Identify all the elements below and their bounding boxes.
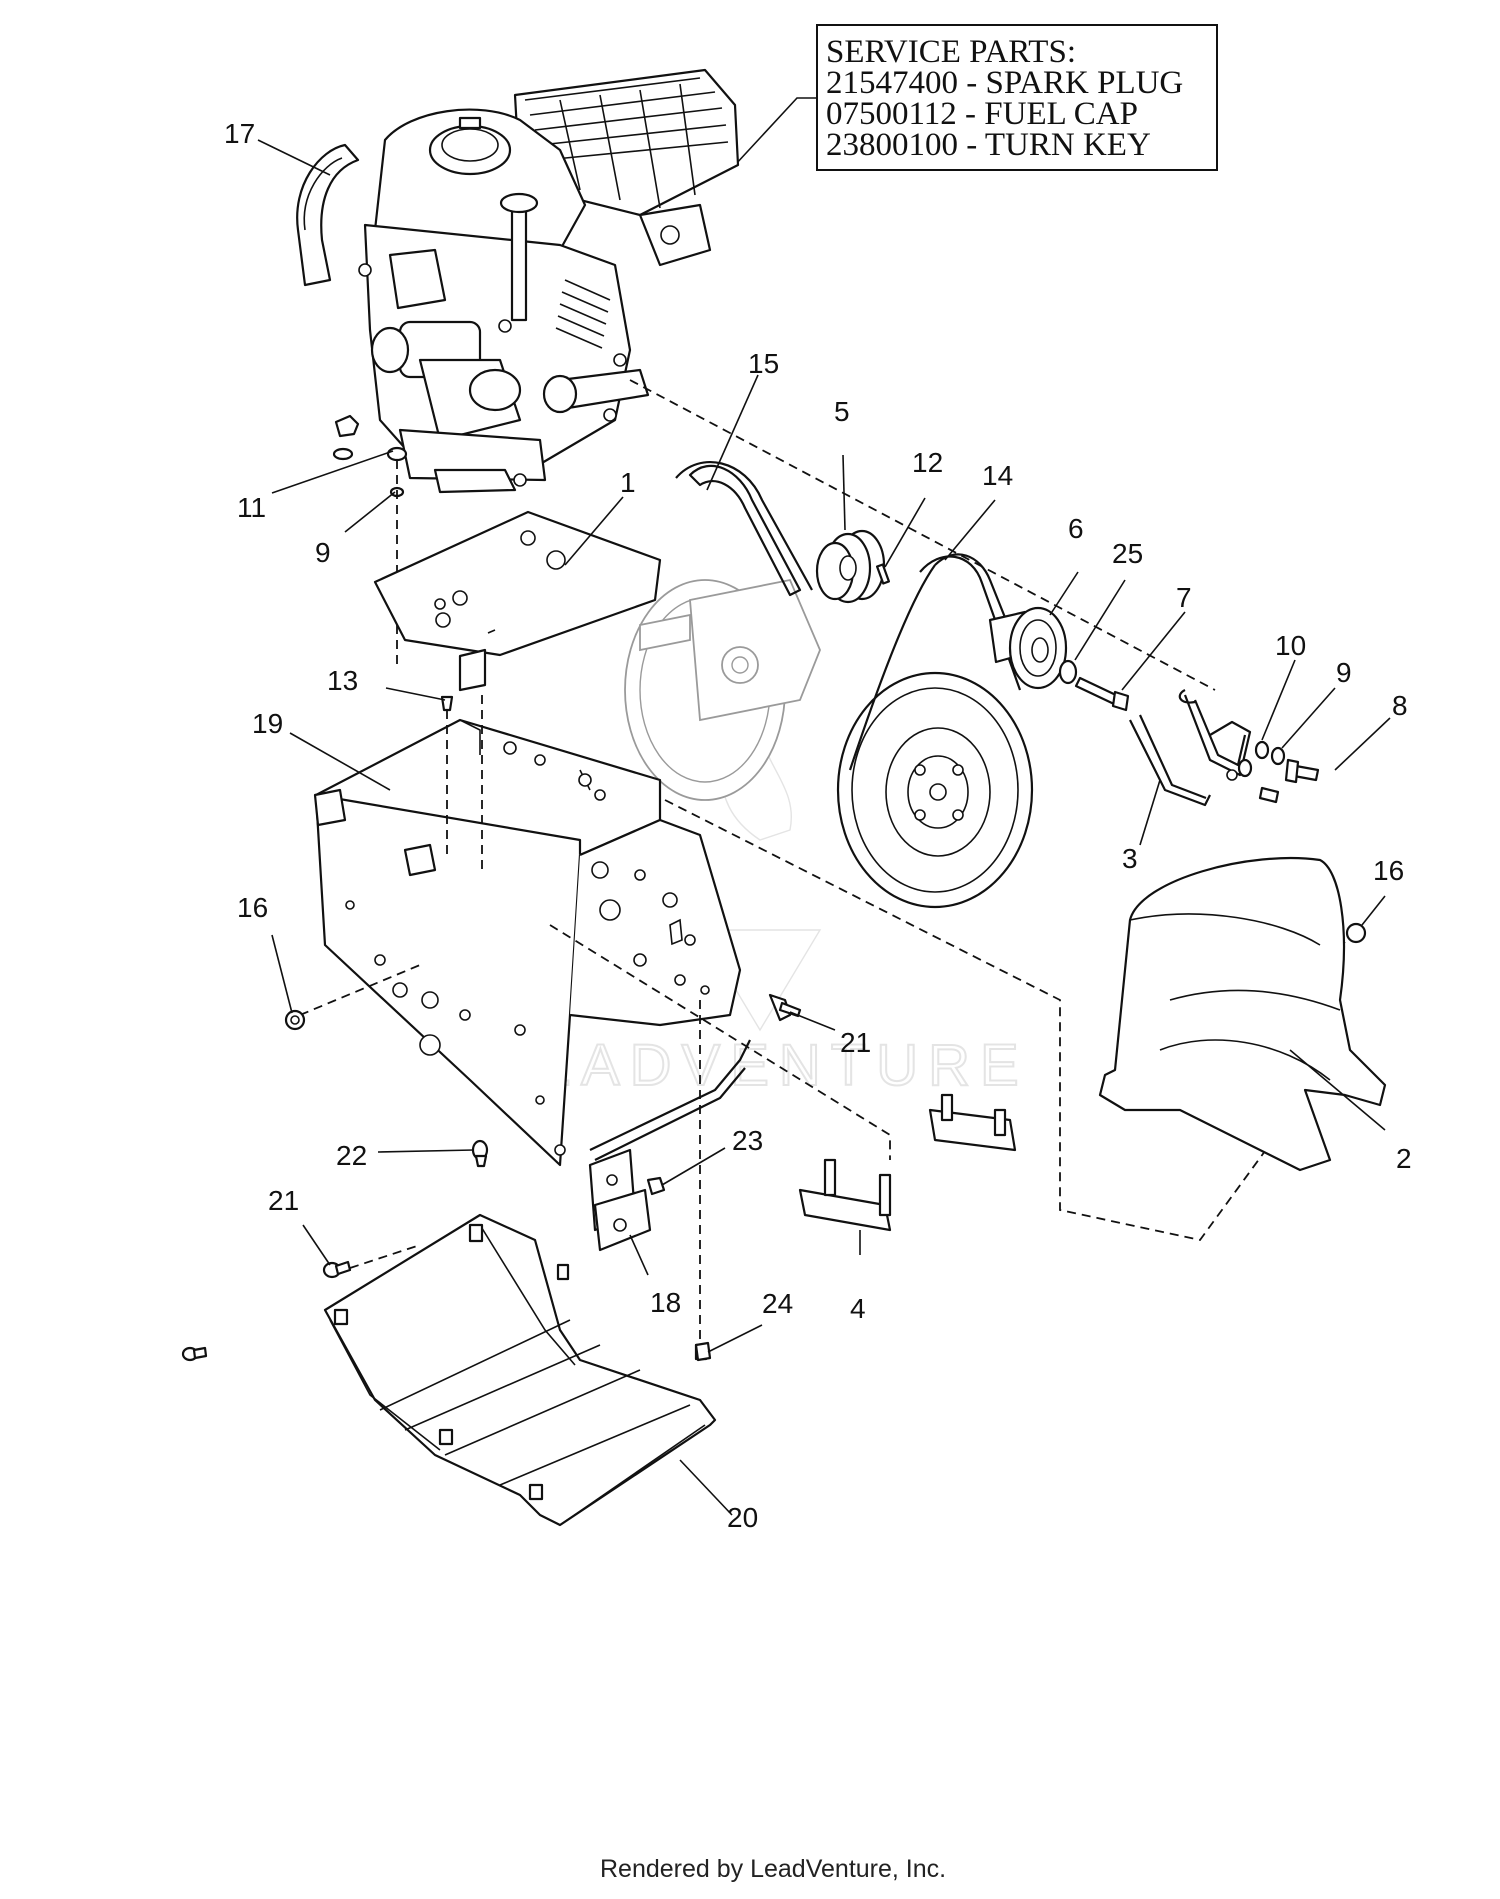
service-parts-box: SERVICE PARTS: 21547400 - SPARK PLUG 075… xyxy=(734,24,1218,171)
callout-11: 11 xyxy=(237,492,266,523)
parts-8-9-10-hardware xyxy=(1237,740,1320,804)
callout-15: 15 xyxy=(748,348,779,379)
callout-leaders xyxy=(257,139,1391,1516)
callout-2: 2 xyxy=(1396,1143,1412,1174)
watermark-text: LEADVENTURE xyxy=(490,1033,1029,1098)
part-20-skid-plate xyxy=(323,1213,717,1527)
footer-credit: Rendered by LeadVenture, Inc. xyxy=(600,1855,946,1883)
part-4-mounting-brackets xyxy=(798,1093,1017,1255)
callout-17: 17 xyxy=(224,118,255,149)
part-6-pulley xyxy=(988,606,1068,690)
part-22-screw xyxy=(471,1139,489,1168)
part-2-belt-cover xyxy=(1098,856,1387,1172)
part-21-screw-right xyxy=(768,993,802,1022)
callout-1: 1 xyxy=(620,467,636,498)
part-15-belt-auger-pulley xyxy=(624,461,821,801)
callout-9-right: 9 xyxy=(1336,657,1352,688)
watermark: LEADVENTURE xyxy=(489,697,1029,1099)
part-5-pulley xyxy=(815,529,886,604)
callout-numbers: 17 11 9 1 15 5 12 14 6 25 7 10 9 8 3 16 … xyxy=(224,118,1412,1533)
part-7-bolt xyxy=(1074,676,1130,712)
part-1-engine-plate xyxy=(373,510,662,692)
part-12-key xyxy=(876,563,890,585)
callout-14: 14 xyxy=(982,460,1013,491)
service-part-fuel-cap: 07500112 - FUEL CAP xyxy=(826,96,1138,132)
part-21-screw-left xyxy=(322,1244,421,1279)
callout-20: 20 xyxy=(727,1502,758,1533)
part-24-screw xyxy=(694,1341,712,1362)
callout-21-right: 21 xyxy=(840,1027,871,1058)
callout-16-right: 16 xyxy=(1373,855,1404,886)
loose-screw xyxy=(181,1346,208,1362)
callout-19: 19 xyxy=(252,708,283,739)
callout-5: 5 xyxy=(834,396,850,427)
callout-8: 8 xyxy=(1392,690,1408,721)
engine xyxy=(296,68,740,494)
callout-12: 12 xyxy=(912,447,943,478)
service-part-turn-key: 23800100 - TURN KEY xyxy=(826,127,1151,163)
callout-22: 22 xyxy=(336,1140,367,1171)
part-19-frame xyxy=(313,718,742,1167)
callout-4: 4 xyxy=(850,1293,866,1324)
service-parts-heading: SERVICE PARTS: xyxy=(826,34,1076,70)
callout-13: 13 xyxy=(327,665,358,696)
callout-9-left: 9 xyxy=(315,537,331,568)
callout-16-left: 16 xyxy=(237,892,268,923)
callout-23: 23 xyxy=(732,1125,763,1156)
callout-7: 7 xyxy=(1176,582,1192,613)
part-18-bracket xyxy=(588,1148,652,1252)
callout-6: 6 xyxy=(1068,513,1084,544)
callout-3: 3 xyxy=(1122,843,1138,874)
engine-mount-hardware xyxy=(332,414,408,670)
part-16-bolt-left xyxy=(284,1009,306,1031)
part-3-belt-guide xyxy=(1129,689,1252,807)
part-25-washer xyxy=(1058,659,1078,685)
callout-24: 24 xyxy=(762,1288,793,1319)
service-part-spark-plug: 21547400 - SPARK PLUG xyxy=(826,65,1183,101)
callout-18: 18 xyxy=(650,1287,681,1318)
callout-21-left: 21 xyxy=(268,1185,299,1216)
callout-10: 10 xyxy=(1275,630,1306,661)
part-14-belt-and-wheel xyxy=(836,553,1034,909)
callout-25: 25 xyxy=(1112,538,1143,569)
part-23-nut xyxy=(646,1176,666,1196)
